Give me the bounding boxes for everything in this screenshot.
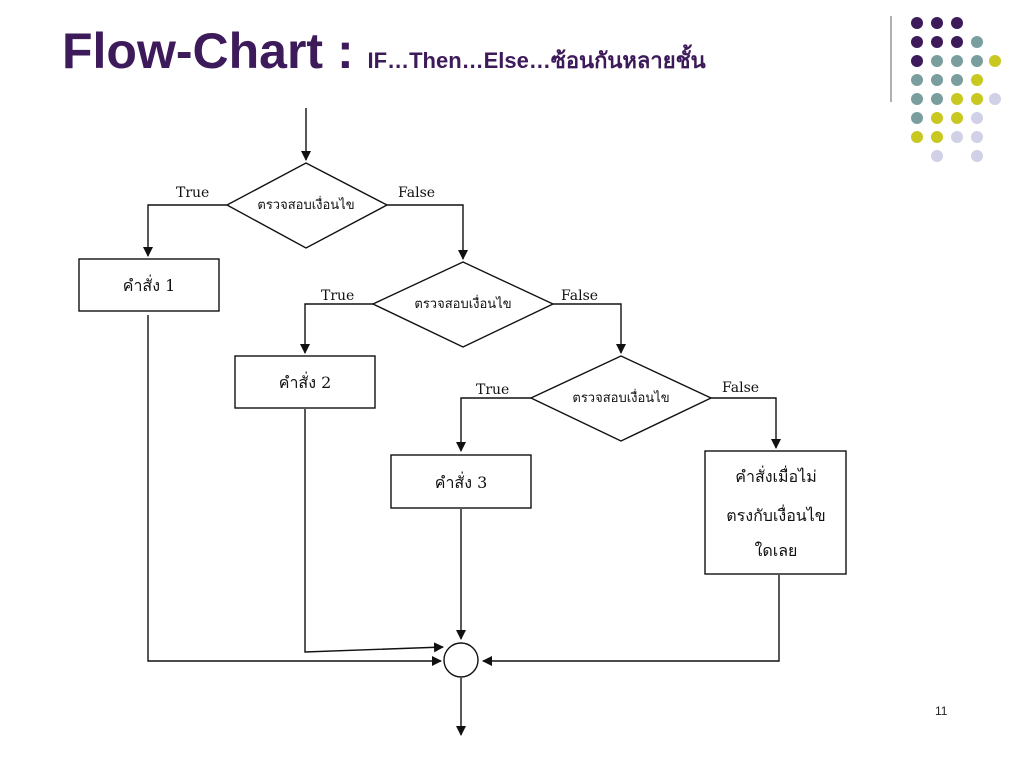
dot-purple — [911, 55, 923, 67]
decision-3-text: ตรวจสอบเงื่อนไข — [572, 389, 669, 406]
dot-lavender — [989, 93, 1001, 105]
connector-d3-true — [456, 397, 531, 452]
dot-teal — [951, 55, 963, 67]
decision-2: ตรวจสอบเงื่อนไข — [371, 261, 555, 348]
decorative-dot-grid — [911, 17, 1001, 162]
dot-purple — [911, 36, 923, 48]
connector-s1-merge — [147, 315, 442, 666]
statement-2-text: คำสั่ง 2 — [279, 371, 332, 392]
dot-lavender — [971, 131, 983, 143]
decision-2-text: ตรวจสอบเงื่อนไข — [414, 295, 511, 312]
dot-teal — [911, 93, 923, 105]
decision-3-false-label: False — [722, 380, 759, 396]
dot-yellow — [971, 74, 983, 86]
dot-yellow — [951, 112, 963, 124]
decision-2-false-label: False — [561, 288, 598, 304]
dot-yellow — [931, 112, 943, 124]
decision-3-true-label: True — [476, 382, 509, 398]
dot-teal — [951, 74, 963, 86]
dot-teal — [911, 74, 923, 86]
dot-yellow — [951, 93, 963, 105]
connector-d1-false — [387, 204, 468, 260]
dot-yellow — [911, 131, 923, 143]
dot-lavender — [971, 150, 983, 162]
statement-4: คำสั่งเมื่อไม่ ตรงกับเงื่อนไข ใดเลย — [704, 450, 847, 575]
statement-4-line-1: คำสั่งเมื่อไม่ — [735, 465, 816, 486]
dot-yellow — [989, 55, 1001, 67]
statement-1-text: คำสั่ง 1 — [123, 274, 176, 295]
statement-4-line-2: ตรงกับเงื่อนไข — [726, 504, 825, 525]
title-subtitle: IF…Then…Else…ซ้อนกันหลายชั้น — [367, 48, 706, 73]
dot-purple — [951, 36, 963, 48]
dot-teal — [931, 74, 943, 86]
dot-teal — [911, 112, 923, 124]
statement-3: คำสั่ง 3 — [390, 454, 532, 509]
merge-connector-circle — [443, 642, 479, 678]
connector-d3-false — [711, 397, 781, 449]
dot-teal — [971, 36, 983, 48]
dot-yellow — [931, 131, 943, 143]
dot-lavender — [951, 131, 963, 143]
decision-1-false-label: False — [398, 185, 435, 201]
dot-lavender — [931, 150, 943, 162]
dot-lavender — [971, 112, 983, 124]
slide-title: Flow-Chart : IF…Then…Else…ซ้อนกันหลายชั้… — [62, 22, 706, 80]
statement-2: คำสั่ง 2 — [234, 355, 376, 409]
title-divider — [890, 16, 892, 102]
dot-purple — [931, 36, 943, 48]
page-number: 11 — [935, 704, 948, 718]
connector-d2-false — [553, 303, 626, 354]
dot-purple — [931, 17, 943, 29]
statement-3-text: คำสั่ง 3 — [435, 471, 488, 492]
connector-d1-true — [143, 204, 227, 257]
statement-1: คำสั่ง 1 — [78, 258, 220, 312]
connector-s2-merge — [304, 409, 444, 653]
dot-purple — [951, 17, 963, 29]
decision-2-true-label: True — [321, 288, 354, 304]
statement-4-line-3: ใดเลย — [755, 541, 798, 560]
connector-s4-merge — [482, 575, 780, 666]
dot-purple — [911, 17, 923, 29]
connector-d2-true — [300, 303, 373, 354]
title-main: Flow-Chart : — [62, 23, 368, 79]
decision-1-text: ตรวจสอบเงื่อนไข — [257, 196, 354, 213]
dot-yellow — [971, 93, 983, 105]
decision-3: ตรวจสอบเงื่อนไข — [529, 355, 713, 442]
dot-teal — [971, 55, 983, 67]
dot-teal — [931, 55, 943, 67]
decision-1-true-label: True — [176, 185, 209, 201]
dot-teal — [931, 93, 943, 105]
decision-1: ตรวจสอบเงื่อนไข — [225, 162, 389, 249]
